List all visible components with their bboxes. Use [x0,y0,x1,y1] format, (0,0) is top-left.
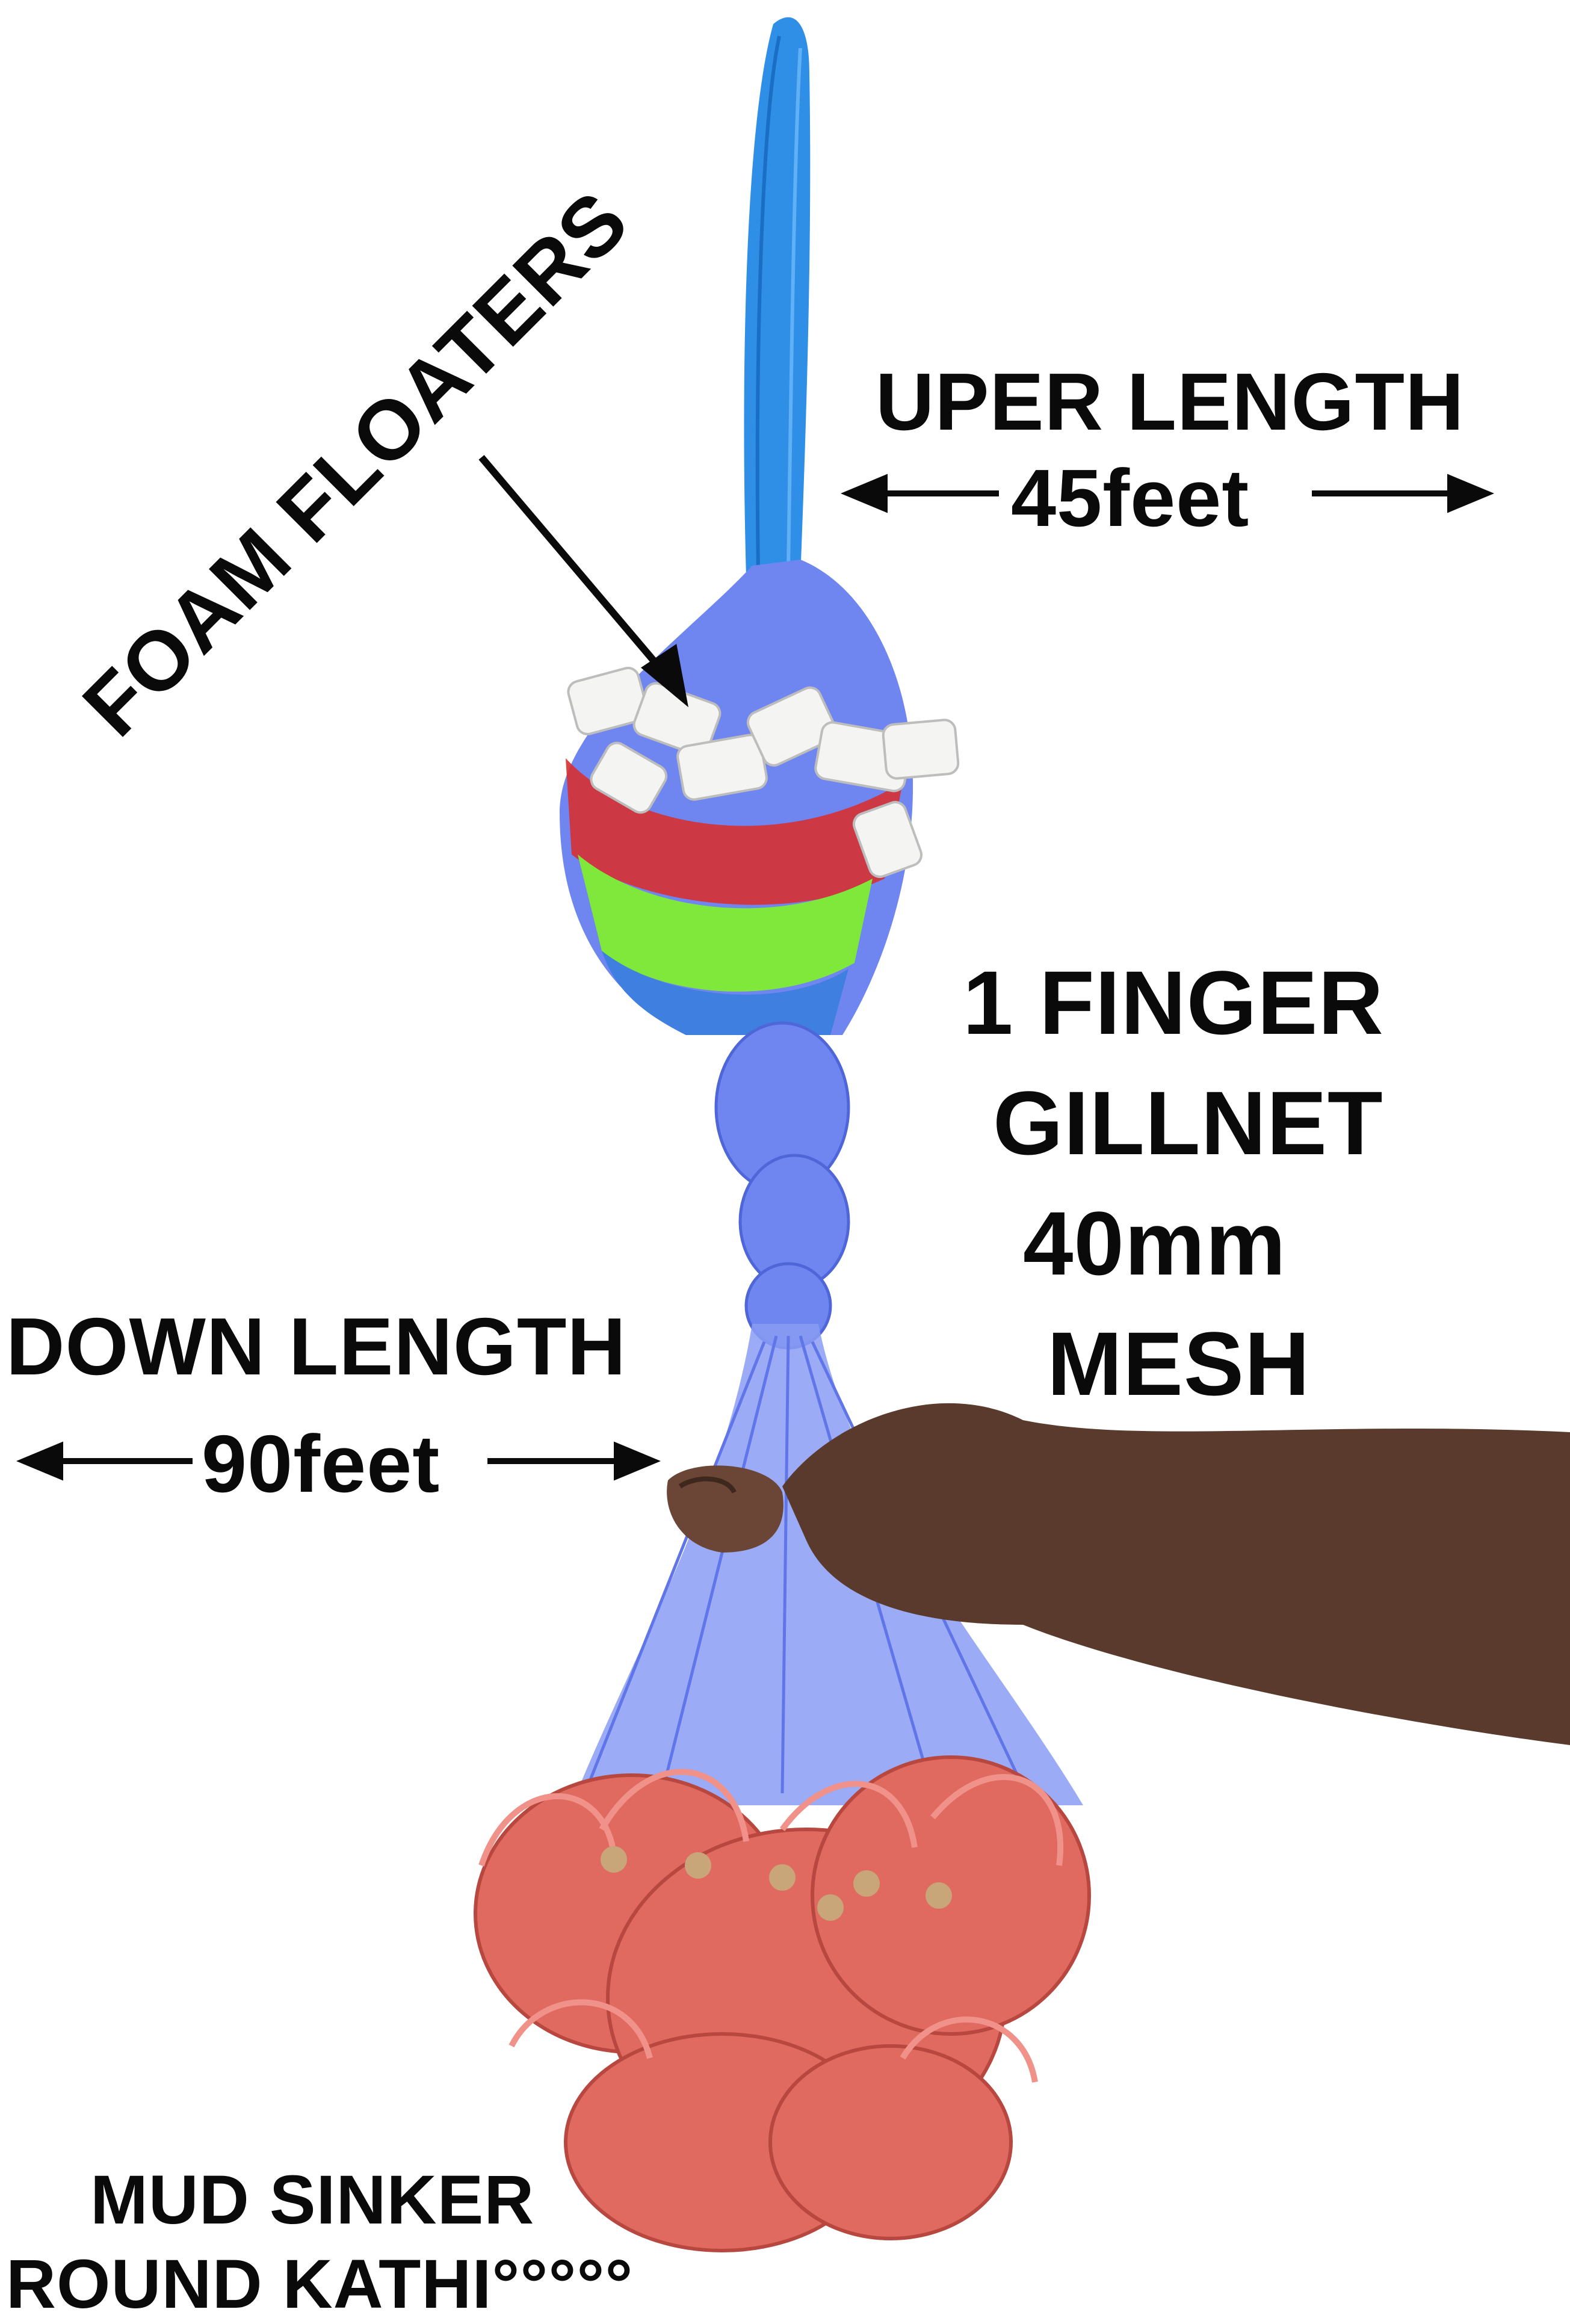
sinker-loops [478,1769,1063,2083]
hand-and-arm [667,1403,1570,1745]
down-length-arrow [16,1441,661,1481]
down-length-title: DOWN LENGTH [6,1301,626,1392]
net-description-line2: GILLNET [993,1072,1383,1173]
net-description-line4: MESH [1047,1313,1311,1414]
twisted-braid [714,1021,850,1350]
top-rope-loop [744,17,811,578]
sinker-label-line1: MUD SINKER [90,2162,535,2239]
upper-length-value: 45feet [1011,453,1250,543]
upper-length-title: UPER LENGTH [876,356,1465,447]
mud-sinker-bundle [474,1755,1091,2252]
foam-floaters-pointer-arrow [478,455,688,708]
wooden-beads [601,1846,952,1921]
foam-floaters [567,667,960,879]
net-description-line1: 1 FINGER [963,952,1384,1053]
down-length-value: 90feet [202,1418,440,1509]
net-description-line3: 40mm [1023,1193,1287,1294]
sinker-label-line2: ROUND KATHI°°°°° [6,2246,634,2323]
upper-length-arrow [841,474,1494,513]
upper-net-cone [560,560,913,1035]
